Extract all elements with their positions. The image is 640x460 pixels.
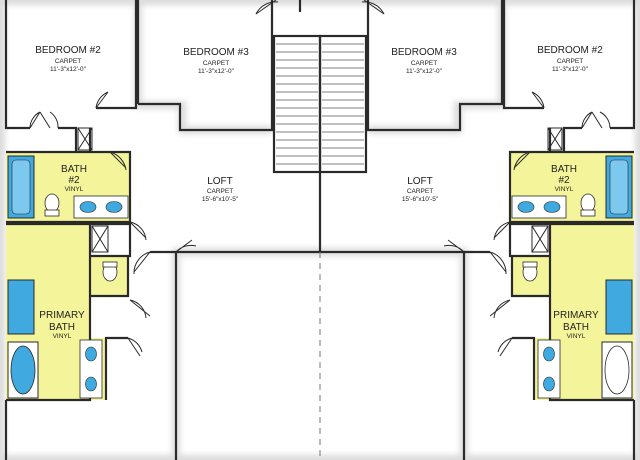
right-bath2-floor: VINYL — [555, 186, 574, 193]
right-bedroom3-name: BEDROOM #3 — [391, 47, 457, 58]
left-bath2-floor: VINYL — [65, 186, 84, 193]
left-bedroom2-floor: CARPET — [55, 58, 81, 65]
right-shower-icon — [605, 279, 633, 335]
right-primary-bath-floor: VINYL — [567, 333, 586, 340]
left-shower-icon — [7, 279, 35, 335]
right-primary-tub-icon — [604, 345, 630, 395]
walls — [4, 0, 636, 460]
right-primary-bath-name1: PRIMARY — [553, 310, 599, 321]
left-primary-tub-icon — [10, 345, 36, 395]
right-loft-size: 15'-6"x10'-5" — [402, 196, 439, 203]
left-primary-bath-name1: PRIMARY — [39, 310, 85, 321]
right-bath2-toilet-icon — [580, 193, 596, 213]
left-loft-floor: CARPET — [207, 188, 233, 195]
left-primary-bath-name2: BATH — [49, 322, 75, 333]
left-bedroom2-name: BEDROOM #2 — [35, 45, 101, 56]
left-bedroom3-name: BEDROOM #3 — [183, 47, 249, 58]
left-bath2-name1: BATH — [61, 164, 87, 175]
left-primary-bath-floor: VINYL — [53, 333, 72, 340]
left-loft-name: LOFT — [207, 176, 233, 187]
left-bedroom3-size: 11'-3"x12'-0" — [198, 68, 235, 75]
left-bath2-name2: #2 — [68, 175, 80, 186]
right-bath2-name1: BATH — [551, 164, 577, 175]
right-bedroom2-size: 11'-3"x12'-0" — [552, 66, 589, 73]
door-swings — [29, 0, 611, 357]
right-bedroom2-floor: CARPET — [557, 58, 583, 65]
right-bedroom3-floor: CARPET — [411, 60, 437, 67]
right-loft-floor: CARPET — [407, 188, 433, 195]
right-primary-bath-name2: BATH — [563, 322, 589, 333]
left-bedroom3-floor: CARPET — [203, 60, 229, 67]
left-loft-size: 15'-6"x10'-5" — [202, 196, 239, 203]
left-bedroom2-size: 11'-3"x12'-0" — [50, 66, 87, 73]
right-bedroom3-size: 11'-3"x12'-0" — [406, 68, 443, 75]
stair-treads — [276, 43, 364, 165]
right-bath2-name2: #2 — [558, 175, 570, 186]
right-bedroom2-name: BEDROOM #2 — [537, 45, 603, 56]
left-bath2-toilet-icon — [44, 193, 60, 213]
fixtures — [7, 155, 633, 399]
linen-closets — [77, 127, 563, 253]
right-loft-name: LOFT — [407, 176, 433, 187]
